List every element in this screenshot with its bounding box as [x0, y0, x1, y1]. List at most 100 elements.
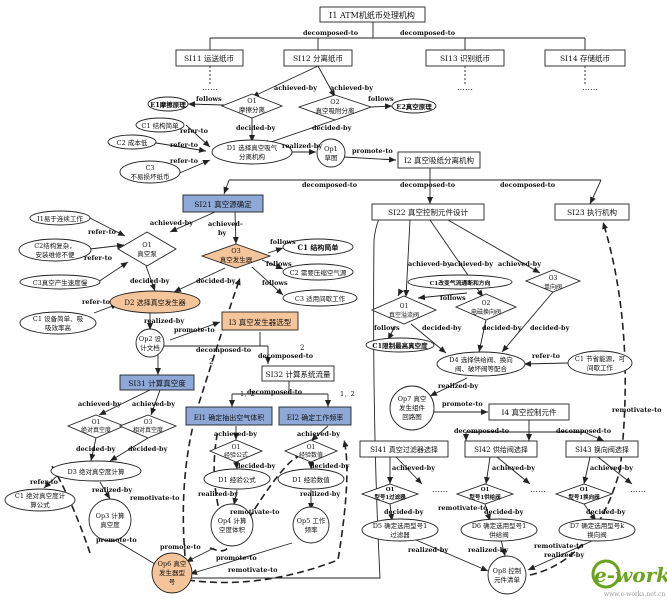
option-o1-friction: O1 摩擦分离 — [220, 93, 284, 119]
criterion-c1-simple: C1 结构简单 — [282, 238, 354, 256]
diagram-label: 真空度 — [100, 520, 120, 529]
diagram-label: promote-to — [442, 400, 483, 408]
diagram-label: 发生组件 — [399, 403, 426, 412]
diagram-label: refer-to — [84, 254, 113, 262]
diagram-label: SI22 真空控制元件设计 — [388, 207, 469, 217]
si13-more: …… — [457, 83, 473, 92]
diagram-label: 型号1过滤器 — [374, 493, 406, 501]
diagram-label: O3 — [549, 275, 558, 282]
diagram-label: Op1 — [324, 145, 338, 153]
diagram-label: decided-by — [130, 277, 170, 285]
diagram-label: decomposed-to — [196, 346, 252, 354]
diagram-label: C1改变气流通断和方向 — [430, 279, 491, 287]
diagram-label: follows — [374, 324, 400, 332]
diagram-label: promote-to — [352, 147, 393, 155]
diagram-label: decided-by — [76, 445, 116, 453]
criterion-c1-limit: C1限制最高真空度 — [365, 337, 435, 353]
diagram-label: 草图 — [325, 153, 338, 162]
diagram-label: SI12 分离纸币 — [293, 53, 343, 63]
diagram-label: refer-to — [30, 478, 59, 486]
diagram-label: decided-by — [384, 508, 424, 516]
diagram-label: decomposed-to — [302, 181, 358, 189]
node-si11: SI11 运送纸币 — [175, 49, 244, 67]
diagram-label: promote-to — [174, 326, 215, 334]
diagram-label: C1 设备简单、吸 — [33, 314, 84, 323]
diagram-label: Op6 真空 — [158, 559, 187, 568]
si42-more: …… — [530, 485, 546, 494]
diagram-label: achieved-by — [214, 430, 257, 438]
node-si131: SI31 计算真空度 — [119, 374, 195, 391]
option-o1-absolute: O1 绝对真空度 — [66, 414, 126, 439]
evidence-e2: E2真空原理 — [391, 98, 437, 114]
diagram-label: decided-by — [586, 508, 626, 516]
diagram-label: decomposed-to — [303, 29, 359, 37]
diagram-label: SI13 识别纸币 — [440, 53, 490, 63]
diagram-label: SI23 执行机构 — [567, 207, 618, 217]
diagram-label: realized-by — [282, 142, 322, 150]
diagram-label: achieved- — [208, 220, 243, 228]
diagram-label: 相对真空度 — [133, 426, 163, 434]
diagram-label: decomposed-to — [400, 181, 456, 189]
diagram-label: achieved-by — [392, 464, 435, 472]
diagram-label: I1易于连续工作 — [37, 214, 83, 223]
diagram-label: Op8 控制 — [493, 566, 522, 575]
diagram-label: Op4 计算 — [218, 516, 247, 525]
operation-op2: Op2 设 计文档 — [135, 328, 165, 358]
decision-d7: D7 确定选用型号k 换向阀 — [558, 518, 636, 542]
diagram-label: 绝对真空度 — [81, 426, 111, 434]
diagram-label: 间歇工作 — [587, 363, 614, 372]
node-ei2: EI2 确定工作频率 — [278, 406, 352, 426]
node-si12: SI12 分离纸币 — [283, 49, 353, 67]
node-i3: I3 真空发生器选型 — [221, 311, 299, 331]
diagram-label: O1 — [400, 303, 409, 310]
diagram-label: follows — [270, 238, 296, 246]
diagram-label: achieved-by — [274, 84, 317, 92]
diagram-label: realized-by — [198, 490, 238, 498]
node-ei1: EI1 确定抽出空气体积 — [185, 406, 273, 426]
diagram-label: O2 — [330, 98, 339, 106]
diagram-label: 真空发生器 — [220, 255, 253, 264]
diagram-label: promote-to — [216, 554, 257, 562]
diagram-label: Op3 计算 — [96, 511, 125, 520]
diagram-label: SI43 换向阀选择 — [575, 445, 629, 454]
diagram-label: SI11 运送纸币 — [184, 53, 234, 63]
diagram-label: remotivate-to — [438, 504, 488, 512]
diagram-label: 真空溢流阀 — [389, 311, 419, 319]
diagram-label: 经验公式 — [224, 451, 248, 459]
option-o1-pump: O1 真空泵 — [117, 231, 177, 267]
diagram-label: D7 确定选用型号k — [570, 521, 624, 530]
diagram-label: SI32 计算系统流量 — [265, 369, 331, 379]
diagram-label: Op7 真空 — [398, 394, 427, 403]
node-si32: SI32 计算系统流量 — [261, 365, 335, 382]
decision-d6: D6 确定选用型号1 供给阀 — [460, 518, 538, 542]
diagram-label: D4 选择供给阀、换向 — [449, 355, 512, 364]
diagram-label: achieved-by — [330, 84, 373, 92]
diagram-label: I3 真空发生器选型 — [229, 317, 292, 327]
criterion-c2: C2 成本低 — [107, 134, 157, 150]
si43-more: …… — [630, 485, 646, 494]
diagram-label: 摩擦分离 — [239, 105, 266, 114]
diagram-label: decided-by — [312, 124, 352, 132]
diagram-label: 发生器型 — [159, 568, 186, 577]
decision-d1: D1 选择真空吸气 分离机构 — [211, 139, 293, 165]
diagram-label: D1 选择真空吸气 — [227, 143, 278, 152]
diagram-label: D2 选择真空发生器 — [124, 298, 185, 307]
node-i1: I1 ATM机纸币处理机构 — [319, 6, 426, 23]
option-o3-check: O3 单向阀 — [524, 269, 582, 293]
decision-d3: D3 绝对真空度计算 — [50, 460, 142, 482]
diagram-label: refer-to — [82, 298, 111, 306]
diagram-label: I2 真空吸纸分离机构 — [404, 155, 475, 165]
diagram-label: C3 适用间歇工作 — [295, 294, 346, 303]
relation-labels: decomposed-to decomposed-to achieved-by … — [30, 29, 662, 574]
node-i2: I2 真空吸纸分离机构 — [397, 151, 481, 169]
diagram-label: O1 — [580, 487, 589, 493]
diagram-label: decomposed-to — [247, 388, 303, 396]
diagram-label: remotivate-to — [228, 566, 278, 574]
diagram-label: 分离机构 — [239, 152, 266, 161]
diagram-label: 不易损坏纸币 — [131, 172, 170, 181]
diagram-label: decided-by — [236, 124, 276, 132]
diagram-label: decomposed-to — [258, 352, 314, 360]
weight-2-left: 2 — [209, 358, 213, 366]
eworks-logo: e-works www.e-works.net.cn — [591, 559, 667, 598]
